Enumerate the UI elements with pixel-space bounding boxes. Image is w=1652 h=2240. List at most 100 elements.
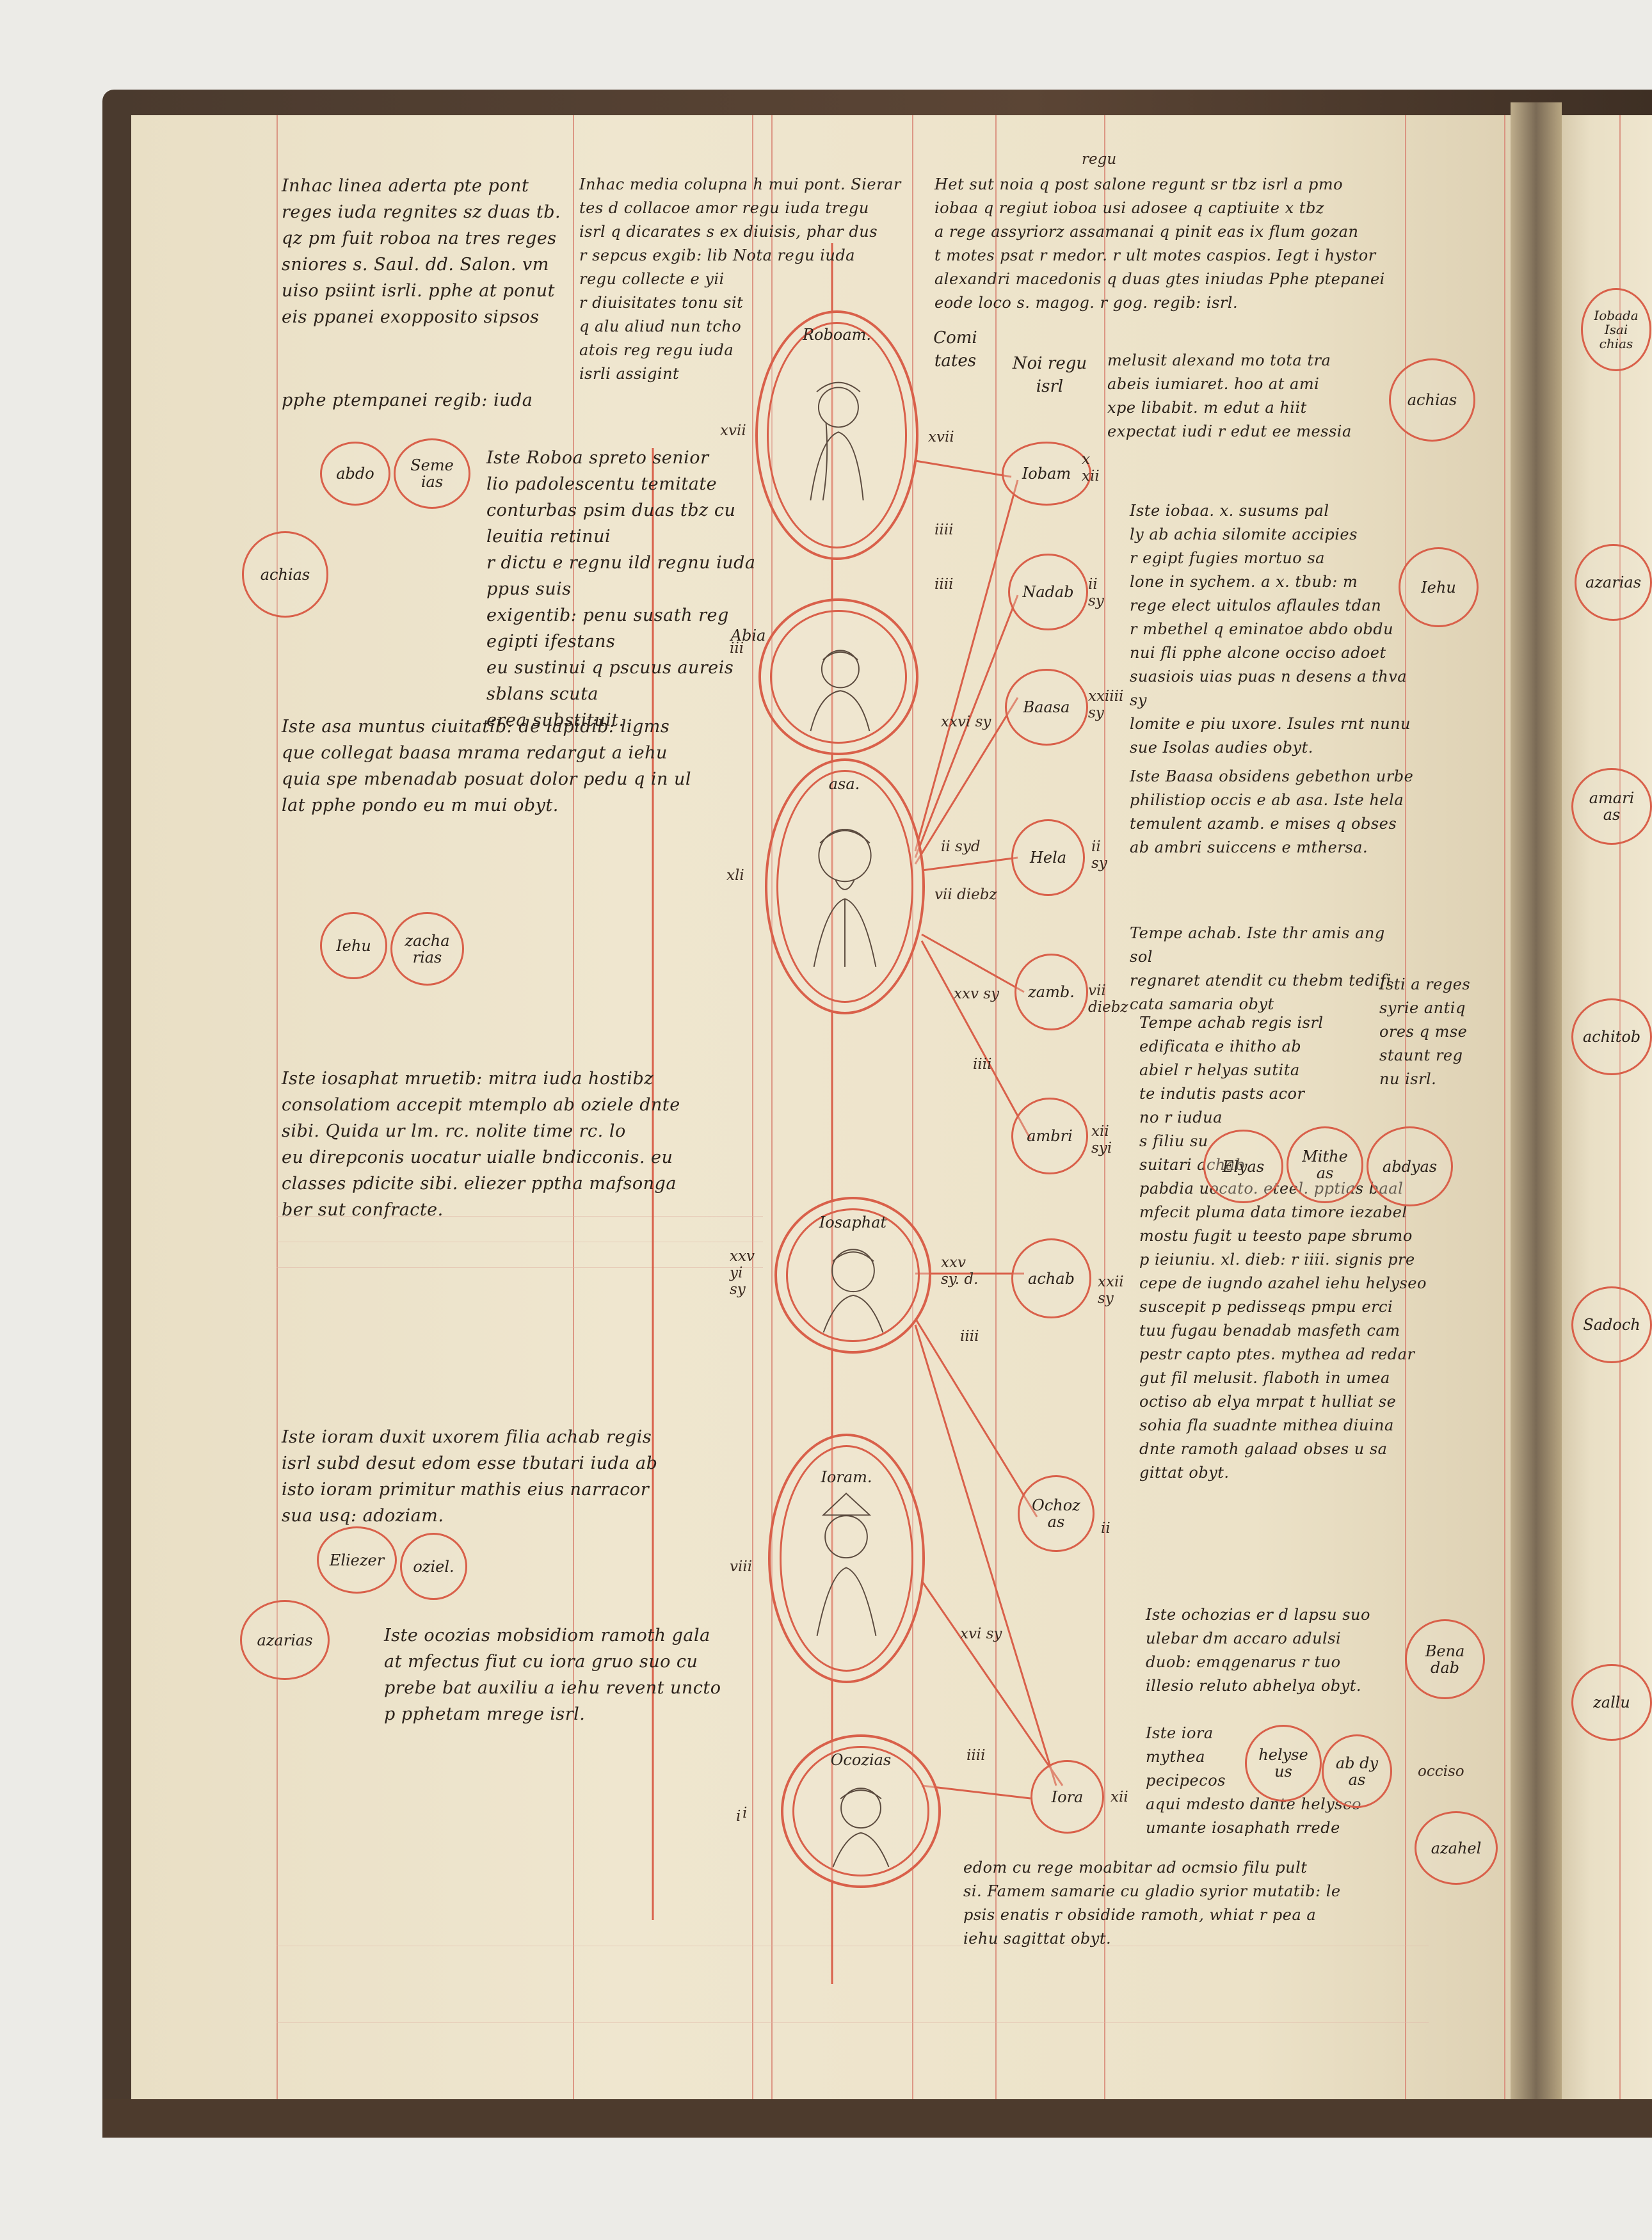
prophet-circle-achitob: achitob (1571, 998, 1652, 1075)
ruling-line (277, 115, 278, 2099)
annotation-occiso: occiso (1418, 1763, 1464, 1780)
king-circle-ochozias: Ochoz as (1018, 1475, 1095, 1552)
medallion-label: Ioram. (821, 1468, 872, 1486)
reign-years-hela: ii sy (1091, 838, 1107, 872)
ruling-line (277, 1267, 763, 1268)
ruling-line (277, 1216, 763, 1217)
medallion-label: Roboam. (802, 326, 872, 344)
reign-years-ambri: xii syi (1091, 1123, 1112, 1156)
achab-text: Tempe achab regis isrl edificata e ihith… (1139, 1014, 1427, 1482)
facing-page-edge (1549, 115, 1652, 2099)
medallion-label: Abia (730, 627, 766, 644)
link-numeral: iiii (973, 1056, 992, 1073)
link-numeral: xxvi sy (941, 714, 991, 730)
prophet-circle-iehu-right: Iehu (1399, 547, 1479, 627)
medallion-asa: asa. (765, 758, 925, 1014)
king-circle-zambri: zamb. (1014, 954, 1088, 1030)
prophet-circle-zallu: zallu (1571, 1664, 1652, 1741)
medallion-abia: Abia (731, 598, 918, 755)
ocozias-text: Iste ocozias mobsidiom ramoth gala at mf… (384, 1626, 721, 1724)
reign-years-roboam: xvii (720, 422, 746, 439)
reign-years-jeroboam: x xii (1082, 451, 1100, 484)
reign-years-ochozias: ii (1101, 1520, 1111, 1537)
achab-era-text: Tempe achab. Iste thr amis ang sol regna… (1130, 924, 1391, 1013)
prophet-circle-abdyas: abdyas (1367, 1126, 1453, 1206)
link-numeral: xxv sy (954, 986, 1000, 1002)
link-numeral: vii diebz (934, 886, 997, 903)
king-circle-ambri: ambri (1011, 1098, 1088, 1174)
prophets-heading: pphe ptempanei regib: iuda (282, 390, 533, 410)
ruling-line (995, 115, 997, 2099)
reign-years-achab: xxii sy (1098, 1274, 1124, 1307)
josaphat-text: Iste iosaphat mruetib: mitra iuda hostib… (282, 1069, 680, 1220)
alexander-text: melusit alexand mo tota tra abeis iumiar… (1107, 351, 1352, 440)
portrait-king-icon (810, 650, 870, 732)
ruling-line (1619, 115, 1621, 2099)
medallion-josaphat: Iosaphat (774, 1197, 931, 1354)
prophet-circle-achias-right: achias (1389, 358, 1475, 442)
roboam-text-start: Iste Roboa spreto senior lio padolescent… (486, 448, 756, 730)
reign-years-josaphat: xxv yi sy (730, 1248, 755, 1298)
ruling-line (277, 2022, 1429, 2023)
link-numeral: xxv sy. d. (941, 1254, 979, 1288)
middle-column-intro: Inhac media colupna h mui pont. Sierar t… (579, 175, 901, 383)
portrait-mitred-king-icon (816, 1492, 877, 1636)
prophet-circle-iehu: Iehu (320, 912, 387, 979)
ruling-line (1405, 115, 1406, 2099)
ruling-line (573, 115, 574, 2099)
link-numeral: iiii (934, 576, 954, 593)
prophet-circle-benadab: Bena dab (1405, 1619, 1485, 1699)
column-label-comites: Comi tates (933, 328, 977, 371)
link-numeral: iiii (960, 1328, 979, 1345)
prophet-circle-helyseus: helyse us (1245, 1725, 1322, 1802)
prophet-circle-achias: achias (242, 531, 328, 618)
prophet-circle-eliezer: Eliezer (317, 1526, 397, 1594)
prophet-circle-mitheas: Mithe as (1287, 1126, 1363, 1203)
reign-years-nadab: ii sy (1088, 576, 1104, 609)
king-circle-jeroboam: Iobam (1002, 442, 1091, 506)
king-circle-achab: achab (1011, 1238, 1091, 1318)
book-gutter (1511, 102, 1562, 2118)
ochozias-israel-text: Iste ochozias er d lapsu suo ulebar dm a… (1146, 1606, 1370, 1695)
prophet-circle-zacharias: zacha rias (390, 912, 464, 986)
medallion-roboam: Roboam. (755, 310, 918, 560)
link-numeral: iiii (966, 1747, 986, 1764)
ruling-line (912, 115, 913, 2099)
medallion-label: asa. (828, 775, 860, 793)
link-numeral: xvii (928, 429, 954, 445)
bottom-text: edom cu rege moabitar ad ocmsio filu pul… (963, 1859, 1341, 1948)
superscript-regu: regu (1082, 151, 1117, 168)
reign-years-joram: viii (730, 1558, 753, 1575)
portrait-king-icon (832, 1788, 890, 1868)
portrait-king-icon (822, 1249, 884, 1333)
reign-years-asa: xli (726, 867, 744, 884)
reign-years-ocozias: i (742, 1805, 748, 1821)
medallion-joram: Ioram. (768, 1434, 925, 1683)
prophet-circle-semeias: Seme ias (394, 438, 470, 509)
prophet-circle-azahel: azahel (1415, 1811, 1498, 1885)
prophet-circle-azarias: azarias (240, 1600, 330, 1680)
binding-bottom-edge (102, 2099, 1652, 2138)
medallion-label: Ocozias (830, 1751, 892, 1769)
right-column-intro: Het sut noia q post salone regunt sr tbz… (934, 175, 1385, 312)
reign-years-baasa: xxiiii sy (1088, 688, 1124, 721)
medallion-label: Iosaphat (819, 1213, 887, 1231)
king-circle-nadab: Nadab (1008, 554, 1088, 630)
ruling-line (752, 115, 753, 2099)
syria-kings-text: Isti a reges syrie antiq ores q mse stau… (1379, 975, 1471, 1088)
prophet-circle-sadoch: Sadoch (1571, 1286, 1652, 1363)
prophet-circle-elyas: Elyas (1203, 1130, 1283, 1203)
medallion-ocozias: Ocozias (781, 1734, 941, 1888)
reign-years-abia: iii (730, 640, 744, 657)
link-numeral: ii syd (941, 838, 981, 855)
asa-text: Iste asa muntus ciuitatib: de lapidib: l… (282, 717, 692, 815)
jeroboam-text: Iste iobaa. x. susums pal ly ab achia si… (1130, 502, 1411, 756)
prophet-circle-amarias: amari as (1571, 768, 1652, 845)
link-numeral: iiii (934, 522, 954, 538)
portrait-bearded-king-icon (813, 828, 877, 968)
portrait-crowned-king-icon (810, 381, 864, 500)
reign-years-jora: xii (1111, 1789, 1128, 1805)
baasa-text: Iste Baasa obsidens gebethon urbe philis… (1130, 767, 1414, 856)
reign-years-zambri: vii diebz (1088, 982, 1128, 1016)
joram-text: Iste ioram duxit uxorem filia achab regi… (282, 1427, 658, 1526)
